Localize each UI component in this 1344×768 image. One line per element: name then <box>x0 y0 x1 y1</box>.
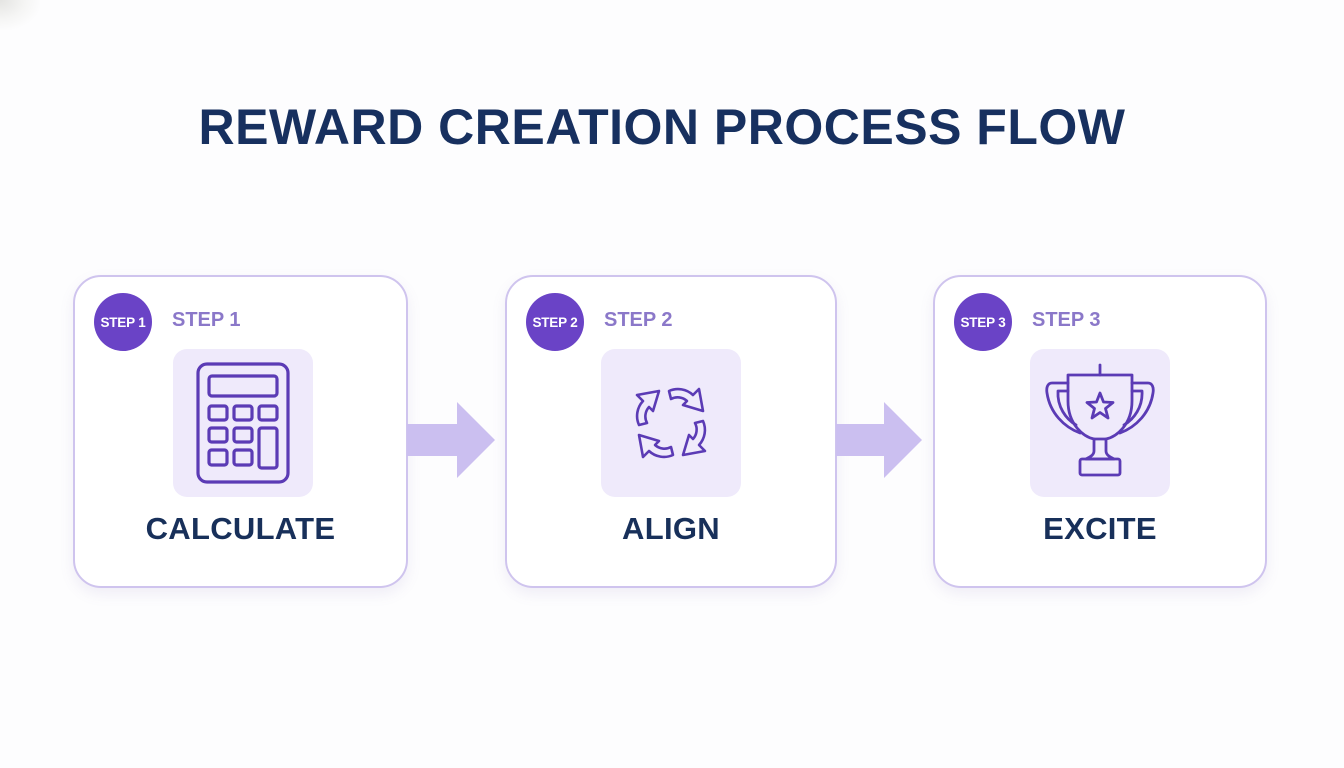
icon-tile <box>172 349 313 497</box>
icon-tile <box>601 349 741 497</box>
icon-tile <box>1030 349 1170 497</box>
corner-smudge <box>0 0 40 30</box>
step-label: STEP 3 <box>1032 309 1101 331</box>
step-card-calculate: STEP 1 STEP 1 CALCULATE <box>73 275 408 588</box>
step-name: CALCULATE <box>145 511 336 546</box>
step-badge: STEP 2 <box>526 293 584 351</box>
step-name: EXCITE <box>1043 511 1157 546</box>
step-label: STEP 1 <box>172 309 241 331</box>
trophy-icon <box>1044 363 1156 483</box>
calculator-icon <box>193 360 293 486</box>
step-label: STEP 2 <box>604 309 673 331</box>
diagram-title: REWARD CREATION PROCESS FLOW <box>198 99 1126 155</box>
step-name: ALIGN <box>622 511 720 546</box>
arrow-right-icon <box>407 402 495 478</box>
step-card-excite: STEP 3 STEP 3 EXCITE <box>933 275 1267 588</box>
step-card-align: STEP 2 STEP 2 ALIGN <box>505 275 837 588</box>
cycle-arrows-icon <box>613 365 729 481</box>
step-badge: STEP 1 <box>94 293 152 351</box>
step-badge: STEP 3 <box>954 293 1012 351</box>
arrow-right-icon <box>836 402 924 478</box>
